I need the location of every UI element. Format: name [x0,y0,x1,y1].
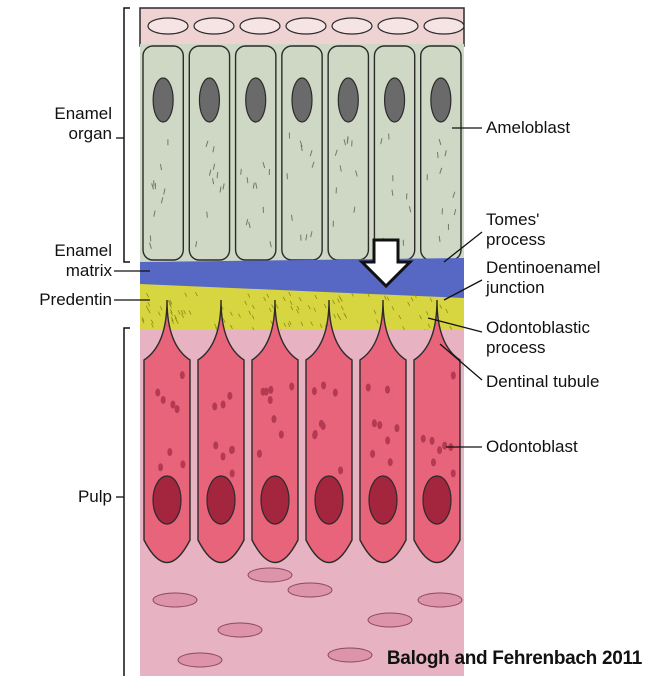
label-odontoblastic-process: Odontoblastic process [486,318,590,358]
odontoblast-granule [385,386,390,394]
odontoblast-granule [279,430,284,438]
cytoplasm-stroke [437,152,438,158]
ameloblast-nucleus [199,78,219,122]
odontoblast-granule [442,442,447,450]
outer-cell [194,18,234,34]
odontoblast-granule [431,458,436,466]
odontoblast-nucleus [153,476,181,524]
odontoblast-granule [220,452,225,460]
odontoblast-granule [167,448,172,456]
pulp-fibroblast [418,593,462,607]
odontoblast-nucleus [315,476,343,524]
odontoblast-granule [372,419,377,427]
odontoblast-nucleus [261,476,289,524]
odontoblast-granule [437,446,442,454]
pulp-bracket [124,328,130,676]
odontoblast-granule [221,401,226,409]
outer-cell [286,18,326,34]
pulp-fibroblast [178,653,222,667]
odontoblast-nucleus [369,476,397,524]
odontoblast-granule [321,422,326,430]
odontoblast-granule [212,402,217,410]
odontoblast-granule [289,382,294,390]
odontoblast-granule [180,371,185,379]
odontoblast-granule [161,396,166,404]
odontoblast-granule [451,469,456,477]
ameloblast-nucleus [153,78,173,122]
ameloblast-nucleus [292,78,312,122]
ameloblast-nucleus [431,78,451,122]
ameloblast-nucleus [385,78,405,122]
odontoblast-granule [321,381,326,389]
label-dentinoenamel-junction: Dentinoenamel junction [486,258,600,298]
label-enamel-organ: Enamel organ [28,104,112,144]
odontoblast-granule [158,463,163,471]
outer-cell [424,18,464,34]
odontoblast-granule [170,401,175,409]
outer-cell [332,18,372,34]
label-enamel-matrix: Enamel matrix [28,241,112,281]
odontoblast-granule [312,387,317,395]
odontoblast-granule [261,388,266,396]
odontoblast-granule [451,372,456,380]
odontoblast-nucleus [207,476,235,524]
odontoblast-granule [421,435,426,443]
odontoblast-granule [338,466,343,474]
odontoblast-granule [257,450,262,458]
ameloblast-nucleus [338,78,358,122]
odontoblast-nucleus [423,476,451,524]
odontoblast-granule [366,383,371,391]
cytoplasm-stroke [347,138,348,144]
label-tomes-process: Tomes' process [486,210,546,250]
cytoplasm-stroke [217,172,218,178]
odontoblast-granule [394,424,399,432]
pulp-fibroblast [288,583,332,597]
odontoblast-granule [268,386,273,394]
label-predentin: Predentin [12,290,112,310]
cytoplasm-stroke [207,212,208,218]
odontoblast-granule [333,389,338,397]
odontoblast-granule [230,469,235,477]
enamel-organ-bracket [124,8,130,262]
odontoblast-granule [312,431,317,439]
odontoblast-granule [268,396,273,404]
label-odontoblast: Odontoblast [486,437,578,457]
odontoblast-granule [385,436,390,444]
odontoblast-granule [370,450,375,458]
label-pulp: Pulp [40,487,112,507]
ameloblast-cells [143,46,461,260]
pulp-fibroblast [328,648,372,662]
odontoblast-granule [271,415,276,423]
odontoblast-granule [227,392,232,400]
bracket-lines [124,8,130,676]
label-ameloblast: Ameloblast [486,118,570,138]
odontoblast-granule [377,421,382,429]
outer-cell [240,18,280,34]
pulp-fibroblast [248,568,292,582]
outer-cell [148,18,188,34]
odontoblast-granule [155,389,160,397]
odontoblast-granule [180,460,185,468]
pulp-fibroblast [218,623,262,637]
outer-cell [378,18,418,34]
pulp-fibroblast [153,593,197,607]
cytoplasm-stroke [241,169,242,175]
label-dentinal-tubule: Dentinal tubule [486,372,599,392]
odontoblast-granule [213,441,218,449]
odontoblast-granule [175,405,180,413]
ameloblast-nucleus [246,78,266,122]
odontoblast-granule [430,437,435,445]
credit-caption: Balogh and Fehrenbach 2011 [387,648,642,670]
odontoblast-granule [230,446,235,454]
pulp-fibroblast [368,613,412,627]
odontoblast-granule [388,458,393,466]
